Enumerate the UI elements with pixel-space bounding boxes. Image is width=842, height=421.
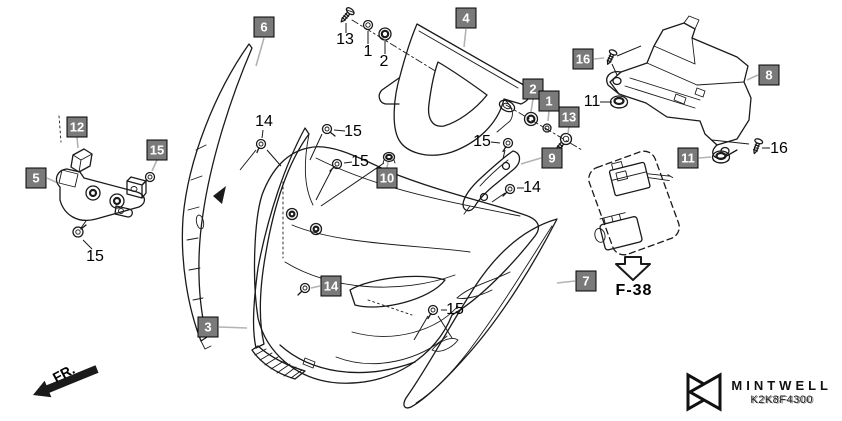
fastener-callout-15: 15 (86, 248, 104, 265)
screw-15-b (329, 158, 343, 172)
part-7-right-pillar-garnish (403, 218, 558, 409)
grommet-10 (382, 151, 396, 164)
fastener-callout-15: 15 (344, 123, 362, 140)
screw-16-right (752, 138, 764, 155)
fastener-callout-16: 16 (770, 140, 788, 157)
part-callout-5: 5 (25, 167, 47, 189)
grommet-2-left (378, 27, 392, 41)
part-4-meter-visor (378, 23, 531, 156)
part-callout-3: 3 (197, 316, 219, 338)
part-callout-11: 11 (677, 147, 699, 169)
part-callout-4: 4 (455, 7, 477, 29)
bolt-13 (556, 132, 573, 150)
relay-unit (608, 161, 674, 197)
grommet-2-right (523, 111, 539, 127)
front-direction-indicator: FR. (33, 361, 99, 398)
part-callout-15: 15 (146, 139, 168, 161)
fastener-callout-13: 13 (336, 31, 354, 48)
screw-15-d (142, 171, 156, 185)
screw-14-b (297, 282, 311, 296)
drawing-code: K2K8F4300 (750, 394, 813, 406)
collar-1 (362, 19, 374, 31)
collar-1-right (542, 123, 552, 133)
screw-13 (340, 7, 355, 23)
part-callout-13: 13 (558, 106, 580, 128)
part-callout-8: 8 (758, 64, 780, 86)
screw-15-e (72, 224, 87, 238)
part-callout-1: 1 (538, 90, 560, 112)
brand-watermark: MINTWELL K2K8F4300 (684, 371, 832, 413)
part-callout-12: 12 (66, 116, 88, 138)
fr-arrow-icon (33, 365, 99, 398)
screw-14-c (502, 183, 516, 197)
part-5-side-bracket-assembly (55, 115, 147, 221)
screw-15-a (321, 123, 336, 137)
screw-15-c (502, 137, 514, 153)
part-8-meter-bracket (606, 15, 752, 159)
fastener-callout-14: 14 (523, 179, 541, 196)
figure-ref-label: F-38 (616, 282, 653, 299)
part-callout-2: 2 (522, 78, 544, 100)
fastener-callout-1: 1 (363, 43, 373, 60)
fasteners (72, 7, 764, 320)
part-callout-14: 14 (320, 275, 342, 297)
part-12-clip (70, 148, 93, 173)
part-6-left-pillar-garnish (181, 43, 253, 350)
connector-unit (594, 212, 643, 251)
screw-15-f (427, 304, 439, 320)
fastener-callout-11: 11 (583, 93, 601, 110)
part-callout-7: 7 (575, 270, 597, 292)
part-callout-9: 9 (541, 147, 563, 169)
part-3-front-cowl (251, 146, 540, 384)
grommet-11-left (609, 95, 629, 109)
part-windscreen-garnish (252, 127, 323, 349)
brand-logo-icon (686, 372, 722, 412)
screw-14-a (255, 138, 267, 154)
part-callout-6: 6 (253, 16, 275, 38)
f38-connector-assembly: F-38 (588, 150, 680, 299)
fastener-callout-15: 15 (446, 301, 464, 318)
fastener-callout-14: 14 (255, 113, 273, 130)
part-callout-10: 10 (376, 167, 398, 189)
fastener-callout-15: 15 (351, 153, 369, 170)
fastener-callout-2: 2 (379, 53, 389, 70)
grommet-11-right (711, 150, 731, 164)
screw-16-left (606, 49, 618, 65)
f38-down-arrow-icon (615, 256, 651, 281)
fastener-callout-15: 15 (473, 133, 491, 150)
brand-name: MINTWELL (731, 378, 832, 393)
part-9-stay-bracket (462, 150, 521, 215)
part-callout-16: 16 (572, 48, 594, 70)
